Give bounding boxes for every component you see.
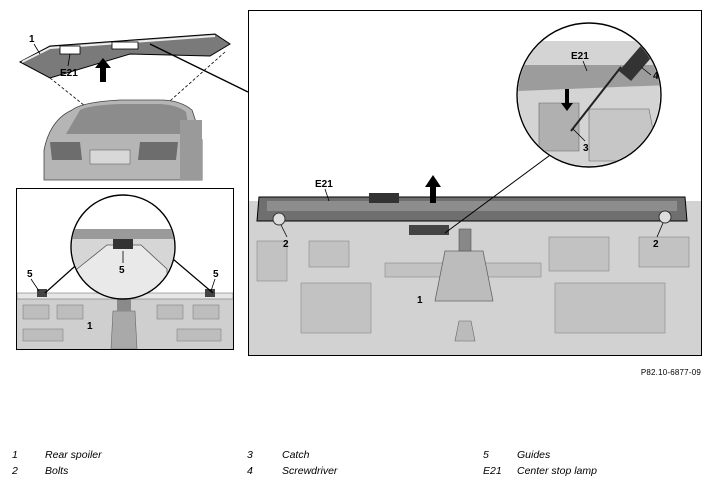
callout-2-left: 2 <box>283 239 289 250</box>
vehicle-overview-drawing: 1 E21 <box>18 33 231 181</box>
figure-reference: P82.10-6877-09 <box>640 368 701 377</box>
panel-vehicle-overview: 1 E21 <box>10 10 248 185</box>
callout-e21-detail: E21 <box>315 179 333 190</box>
legend-label: Screwdriver <box>282 465 338 477</box>
callout-1-overview: 1 <box>29 34 35 45</box>
callout-1-guides: 1 <box>87 321 93 332</box>
lift-arrow-icon <box>425 175 441 203</box>
callout-5-left: 5 <box>27 269 33 280</box>
callout-3: 3 <box>583 143 589 154</box>
callout-5-center: 5 <box>119 265 125 276</box>
legend-number: 5 <box>483 449 489 461</box>
removal-detail-drawing: E21 4 3 E21 2 2 1 <box>249 22 701 355</box>
panel-guides-detail: 5 5 5 1 <box>16 188 234 350</box>
panel-removal-detail: E21 4 3 E21 2 2 1 <box>248 10 702 356</box>
callout-2-right: 2 <box>653 239 659 250</box>
legend-number: 3 <box>247 449 253 461</box>
legend-label: Catch <box>282 449 310 461</box>
lift-arrow-icon <box>95 58 111 82</box>
callout-e21-magnifier: E21 <box>571 51 589 62</box>
stop-lamp-mark <box>59 45 81 55</box>
legend-label: Center stop lamp <box>517 465 597 477</box>
legend-label: Bolts <box>45 465 69 477</box>
legend-label: Guides <box>517 449 551 461</box>
callout-e21-overview: E21 <box>60 68 78 79</box>
legend-label: Rear spoiler <box>45 449 102 461</box>
callout-1-detail: 1 <box>417 295 423 306</box>
legend-number: 4 <box>247 465 253 477</box>
guides-detail-drawing: 5 5 5 1 <box>17 194 233 349</box>
legend-number: 2 <box>12 465 18 477</box>
legend-number: 1 <box>12 449 18 461</box>
callout-4: 4 <box>653 71 659 82</box>
callout-5-right: 5 <box>213 269 219 280</box>
legend-number: E21 <box>483 465 502 477</box>
